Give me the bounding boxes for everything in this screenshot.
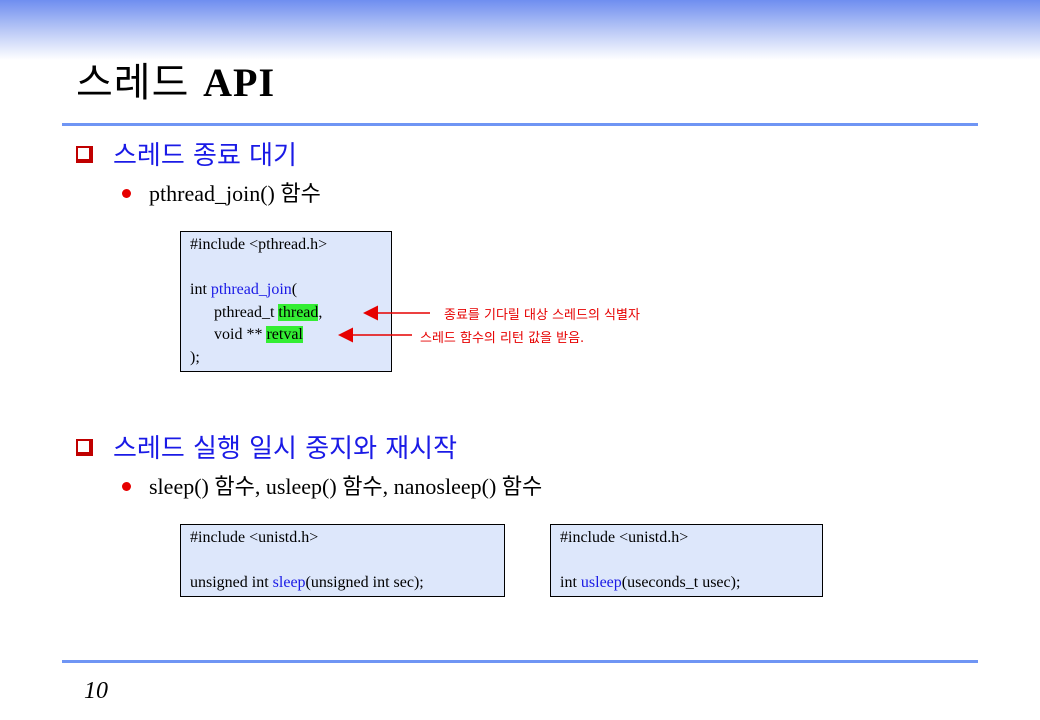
code-type: void **: [190, 326, 267, 343]
bullet-text: sleep() 함수, usleep() 함수, nanosleep() 함수: [149, 474, 543, 499]
header-gradient: [0, 0, 1040, 60]
code-line: #include <unistd.h>: [560, 529, 689, 546]
square-bullet-icon: [76, 146, 93, 163]
code-line: #include <unistd.h>: [190, 529, 319, 546]
section-heading-join: 스레드 종료 대기: [76, 135, 297, 172]
code-line: int usleep(useconds_t usec);: [560, 572, 813, 595]
code-box-usleep: #include <unistd.h> int usleep(useconds_…: [550, 524, 823, 597]
slide-title-korean: 스레드: [76, 60, 190, 106]
code-punct: ,: [318, 303, 323, 321]
code-function-name: usleep: [580, 574, 622, 591]
code-line: pthread_t thread,: [190, 302, 382, 325]
red-dot-icon: [122, 482, 131, 491]
code-line-blank: [560, 550, 813, 573]
code-keyword: int: [190, 281, 211, 298]
code-box-pthread-join: #include <pthread.h> int pthread_join( p…: [180, 231, 392, 372]
slide-title: 스레드 API: [76, 50, 275, 108]
note-retval: 스레드 함수의 리턴 값을 받음.: [420, 331, 585, 346]
code-params: (unsigned int sec);: [305, 574, 424, 591]
code-line: void ** retval: [190, 324, 382, 347]
bottom-divider: [62, 660, 978, 663]
bullet-sleep-functions: sleep() 함수, usleep() 함수, nanosleep() 함수: [122, 469, 542, 501]
square-bullet-icon: [76, 439, 93, 456]
bullet-text: pthread_join() 함수: [149, 181, 321, 206]
section-heading-text: 스레드 실행 일시 중지와 재시작: [113, 434, 458, 464]
code-param-highlight: retval: [266, 326, 303, 343]
page-number: 10: [84, 678, 108, 704]
note-thread-id: 종료를 기다릴 대상 스레드의 식별자: [444, 308, 640, 323]
code-line-blank: [190, 550, 495, 573]
code-param-highlight: thread: [278, 303, 319, 321]
code-line: );: [190, 348, 200, 366]
section-heading-text: 스레드 종료 대기: [113, 141, 297, 171]
code-punct: (: [291, 281, 298, 298]
code-line: unsigned int sleep(unsigned int sec);: [190, 572, 495, 595]
code-line: int pthread_join(: [190, 279, 382, 302]
code-type: unsigned int: [190, 574, 273, 591]
code-params: (useconds_t usec);: [621, 574, 741, 591]
red-dot-icon: [122, 189, 131, 198]
code-function-name: sleep: [272, 574, 306, 591]
slide-title-api: API: [203, 60, 276, 105]
bullet-pthread-join: pthread_join() 함수: [122, 176, 321, 208]
top-divider: [62, 123, 978, 126]
code-type: pthread_t: [190, 303, 279, 321]
code-type: int: [560, 574, 581, 591]
section-heading-sleep: 스레드 실행 일시 중지와 재시작: [76, 428, 457, 465]
code-box-sleep: #include <unistd.h> unsigned int sleep(u…: [180, 524, 505, 597]
code-line: #include <pthread.h>: [190, 236, 328, 253]
code-function-name: pthread_join: [210, 281, 292, 298]
